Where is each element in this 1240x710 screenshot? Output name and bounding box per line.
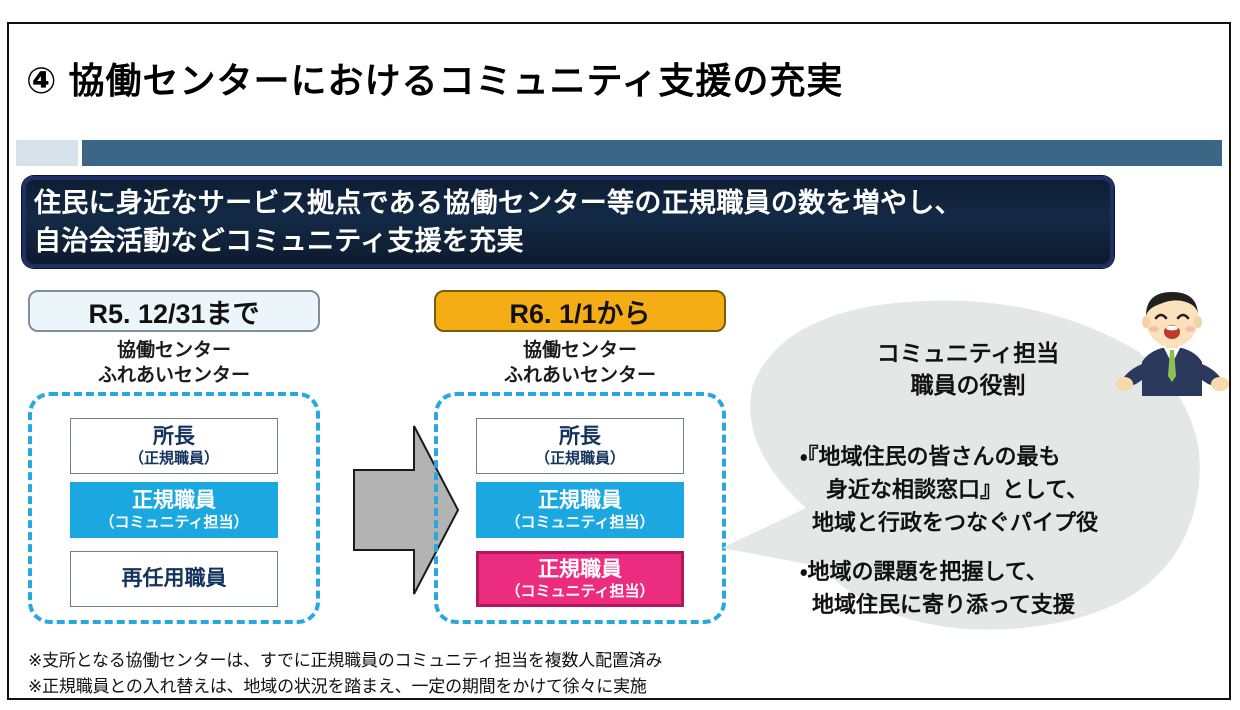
before-facility-labels: 協働センター ふれあいセンター bbox=[28, 338, 320, 388]
footnote-1: ※支所となる協働センターは、すでに正規職員のコミュニティ担当を複数人配置済み bbox=[28, 651, 663, 670]
before-role-2-subtitle: （コミュニティ担当） bbox=[99, 513, 249, 531]
after-role-2-subtitle: （コミュニティ担当） bbox=[505, 513, 655, 531]
bubble-bullet-2-line-2: 地域住民に寄り添って支援 bbox=[812, 592, 1075, 617]
before-period-pill: R5. 12/31まで bbox=[28, 290, 320, 332]
before-role-box-3: 再任用職員 bbox=[70, 551, 278, 607]
footnote-2: ※正規職員との入れ替えは、地域の状況を踏まえ、一定の期間をかけて徐々に実施 bbox=[28, 677, 647, 696]
bubble-heading-line-2: 職員の役割 bbox=[910, 372, 1026, 398]
before-role-box-1: 所長 （正規職員） bbox=[70, 418, 278, 474]
header-band bbox=[82, 140, 1222, 166]
bubble-bullet-1-line-1: ・『地域住民の皆さんの最も bbox=[800, 444, 1061, 469]
before-role-1-title: 所長 bbox=[153, 424, 195, 448]
after-role-box-1: 所長 （正規職員） bbox=[476, 418, 684, 474]
bubble-bullet-1-line-2: 身近な相談窓口』として、 bbox=[826, 477, 1089, 502]
after-staff-group bbox=[434, 392, 726, 624]
after-period-pill: R6. 1/1から bbox=[434, 290, 726, 332]
summary-banner bbox=[22, 176, 1114, 268]
bubble-bullet-1-line-3: 地域と行政をつなぐパイプ役 bbox=[812, 510, 1099, 535]
after-facility-line-1: 協働センター bbox=[522, 340, 637, 361]
staff-person-illustration-icon bbox=[1112, 284, 1232, 396]
after-role-box-2: 正規職員 （コミュニティ担当） bbox=[476, 482, 684, 538]
bubble-heading-line-1: コミュニティ担当 bbox=[876, 340, 1060, 366]
before-role-1-subtitle: （正規職員） bbox=[128, 449, 219, 467]
before-staff-group bbox=[28, 392, 320, 624]
page-title: ④ 協働センターにおけるコミュニティ支援の充実 bbox=[26, 60, 844, 101]
after-role-box-3: 正規職員 （コミュニティ担当） bbox=[476, 551, 684, 607]
before-role-box-2: 正規職員 （コミュニティ担当） bbox=[70, 482, 278, 538]
before-role-2-title: 正規職員 bbox=[132, 488, 216, 512]
bubble-bullet-2-line-1: ・地域の課題を把握して、 bbox=[800, 559, 1048, 584]
before-role-3-title: 再任用職員 bbox=[121, 566, 227, 590]
after-role-3-title: 正規職員 bbox=[538, 557, 622, 581]
summary-banner-line-2: 自治会活動などコミュニティ支援を充実 bbox=[34, 226, 524, 256]
bubble-body: ・『地域住民の皆さんの最も 身近な相談窓口』として、 地域と行政をつなぐパイプ役… bbox=[800, 440, 1220, 637]
role-callout-bubble bbox=[722, 298, 1214, 638]
summary-banner-text: 住民に身近なサービス拠点である協働センター等の正規職員の数を増やし、 自治会活動… bbox=[34, 184, 1124, 260]
after-facility-line-2: ふれあいセンター bbox=[503, 365, 656, 386]
header-band-accent bbox=[16, 140, 78, 166]
summary-banner-line-1: 住民に身近なサービス拠点である協働センター等の正規職員の数を増やし、 bbox=[34, 188, 962, 218]
after-role-1-title: 所長 bbox=[559, 424, 601, 448]
bubble-bullet-2: ・地域の課題を把握して、 地域住民に寄り添って支援 bbox=[800, 555, 1220, 621]
after-role-3-subtitle: （コミュニティ担当） bbox=[505, 582, 655, 600]
before-facility-line-1: 協働センター bbox=[116, 340, 231, 361]
bubble-heading: コミュニティ担当 職員の役割 bbox=[838, 337, 1098, 401]
after-role-2-title: 正規職員 bbox=[538, 488, 622, 512]
after-facility-labels: 協働センター ふれあいセンター bbox=[434, 338, 726, 388]
after-role-1-subtitle: （正規職員） bbox=[534, 449, 625, 467]
bubble-bullet-1: ・『地域住民の皆さんの最も 身近な相談窓口』として、 地域と行政をつなぐパイプ役 bbox=[800, 440, 1220, 539]
before-facility-line-2: ふれあいセンター bbox=[97, 365, 250, 386]
footnotes: ※支所となる協働センターは、すでに正規職員のコミュニティ担当を複数人配置済み ※… bbox=[28, 648, 662, 700]
